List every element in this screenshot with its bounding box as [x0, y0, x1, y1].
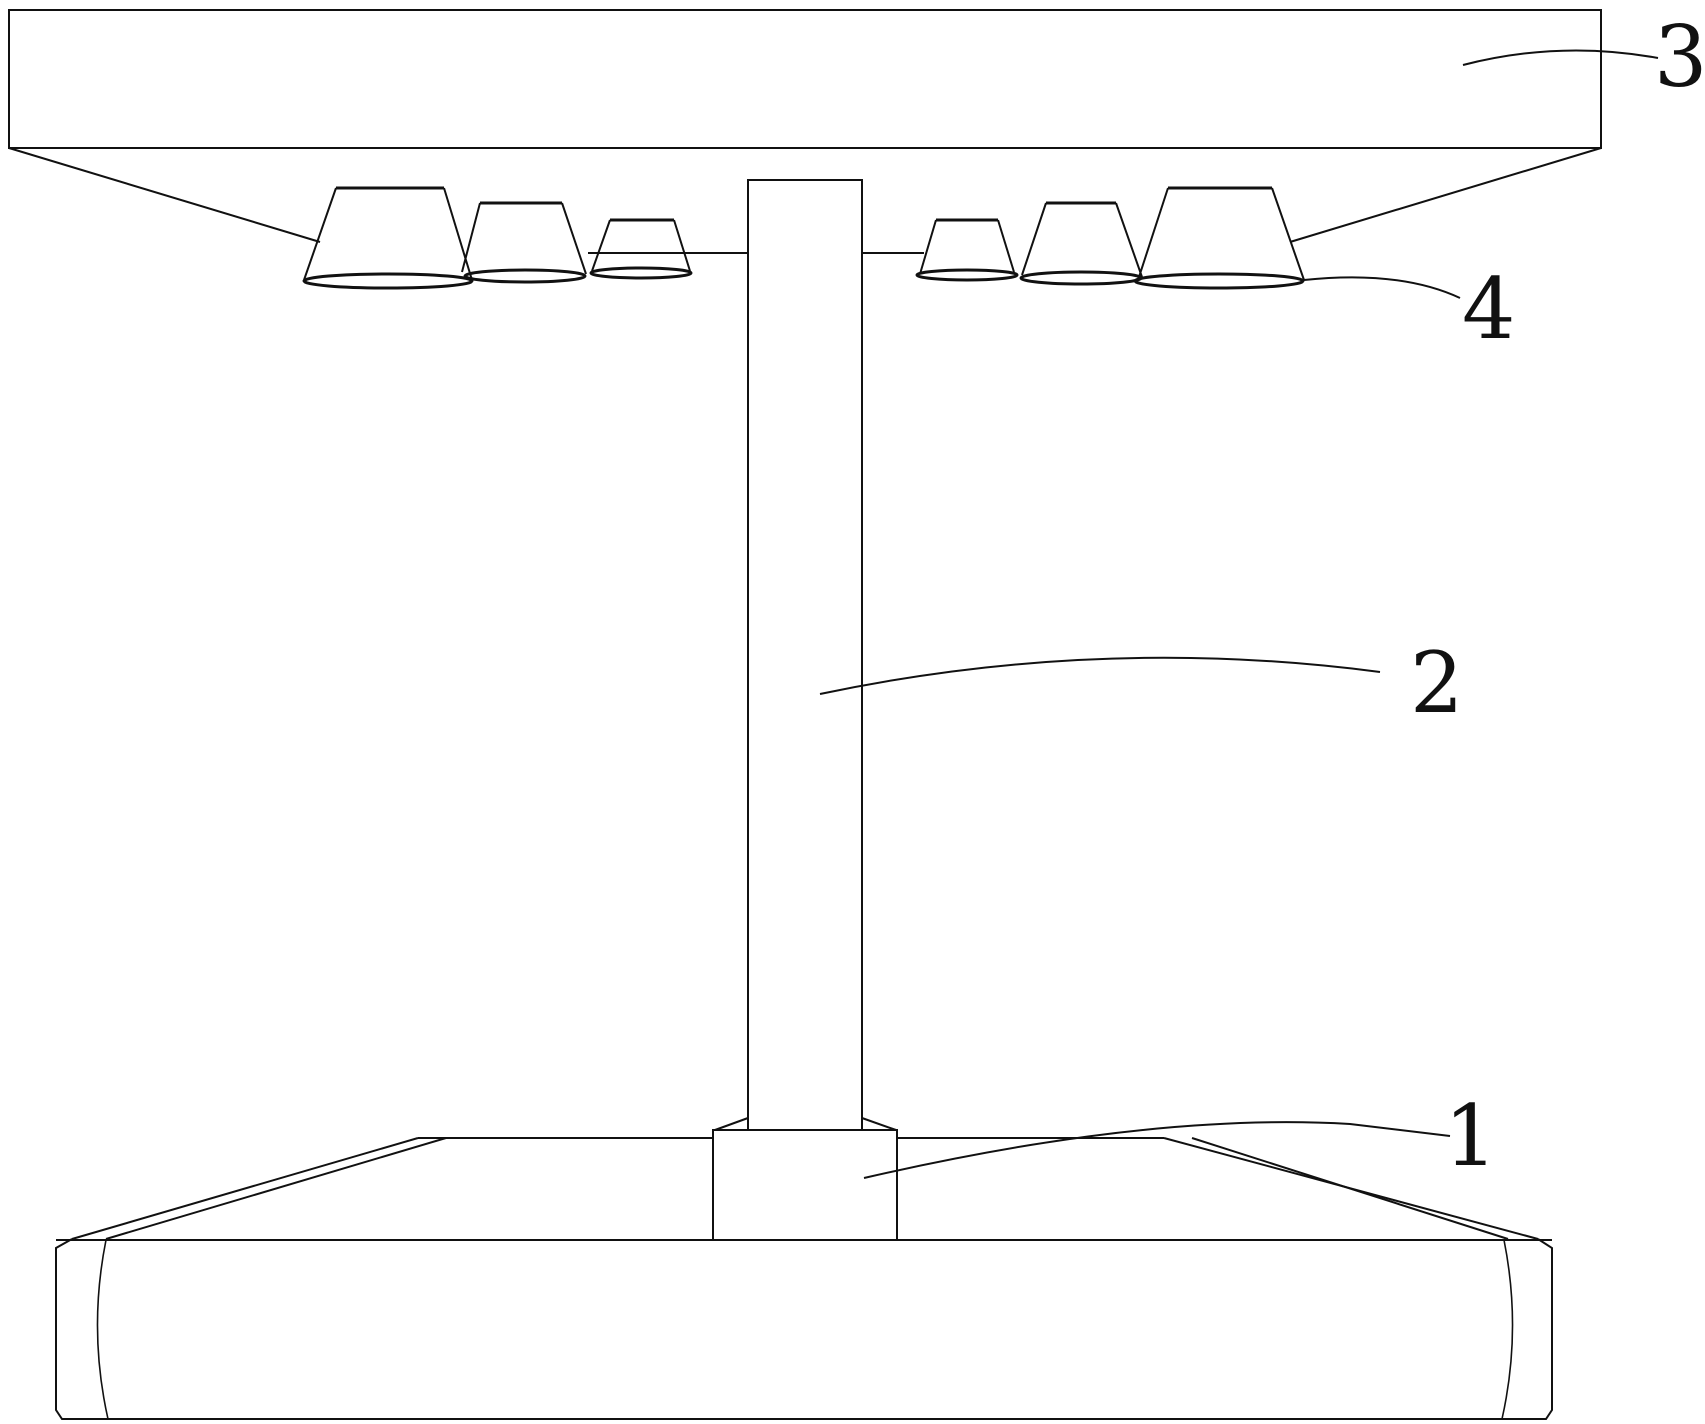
leader-line-1 [863, 1121, 1451, 1179]
lamp-right-large [1133, 186, 1305, 290]
lamp-right-medium [1019, 201, 1143, 286]
top-plate-body [8, 9, 1602, 149]
label-1: 1 [1444, 1087, 1497, 1185]
leader-line-3 [1462, 49, 1659, 66]
column-collar-right [861, 1117, 897, 1131]
lamp-left-large [302, 186, 474, 290]
lamp-left-small [589, 218, 693, 280]
label-3: 3 [1654, 8, 1705, 106]
base [55, 1129, 1553, 1420]
base-curve-right [1501, 1239, 1514, 1420]
base-shoulder-left-outer [71, 1137, 419, 1240]
lamp-right-small [915, 218, 1019, 282]
reference-numerals: 3 4 2 1 [1410, 8, 1705, 1185]
leader-line-2 [819, 656, 1381, 695]
column-collar-left [714, 1117, 749, 1131]
column [714, 179, 897, 1131]
leader-lines [819, 49, 1659, 1179]
column-body [747, 179, 863, 1131]
lamp-left-medium [461, 201, 587, 284]
top-plate-right-taper [1289, 147, 1602, 243]
label-4: 4 [1462, 260, 1515, 358]
base-shoulder-left-inner [105, 1137, 447, 1240]
leader-line-4 [1303, 276, 1461, 299]
top-plate-left-taper [8, 147, 321, 243]
label-2: 2 [1410, 634, 1463, 732]
base-curve-left [96, 1239, 109, 1420]
base-body-outline [55, 1238, 1553, 1420]
base-socket [712, 1129, 898, 1241]
lamp-group [302, 186, 1305, 290]
top-plate [8, 9, 1602, 254]
base-shoulder-right-inner [1191, 1137, 1509, 1240]
